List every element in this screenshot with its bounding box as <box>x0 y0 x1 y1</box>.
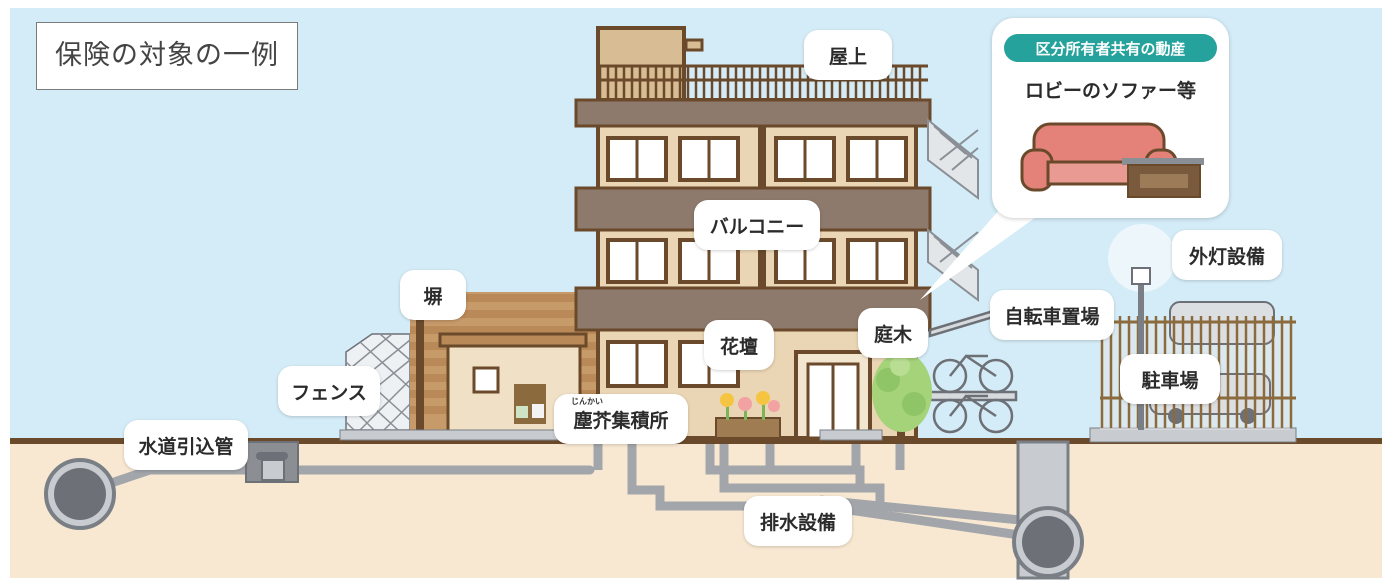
ground-line <box>10 438 1382 444</box>
label-outdoor-light: 外灯設備 <box>1172 230 1282 280</box>
water-meter <box>245 441 299 483</box>
label-drainage: 排水設備 <box>744 496 852 546</box>
sofa-icon <box>1020 122 1204 198</box>
label-wall: 塀 <box>400 270 466 320</box>
building <box>574 26 932 441</box>
page-title: 保険の対象の一例 <box>36 22 298 90</box>
label-rooftop: 屋上 <box>804 30 892 80</box>
label-balcony: バルコニー <box>694 200 820 250</box>
garden-tree <box>872 352 932 438</box>
manhole <box>1012 440 1084 580</box>
water-pipe <box>91 465 595 493</box>
lobby-furniture-callout: 区分所有者共有の動産 ロビーのソファー等 <box>992 18 1229 218</box>
garbage-text: 塵芥集積所 <box>573 409 669 432</box>
water-main <box>44 458 116 530</box>
garbage-ruby: じんかい <box>571 397 603 406</box>
light-glow <box>1108 224 1176 292</box>
callout-text: ロビーのソファー等 <box>1024 80 1196 102</box>
label-garbage: じんかい 塵芥集積所 <box>554 394 688 444</box>
label-water-pipe: 水道引込管 <box>124 420 248 470</box>
callout-pointer <box>920 200 1060 300</box>
label-bicycle-parking: 自転車置場 <box>990 290 1114 340</box>
label-fence: フェンス <box>278 366 380 416</box>
flowerbed <box>715 391 781 439</box>
drain-pipes <box>593 444 1027 541</box>
common-property-badge: 区分所有者共有の動産 <box>1004 34 1217 62</box>
label-garden-tree: 庭木 <box>858 308 928 358</box>
label-flowerbed: 花壇 <box>704 320 774 370</box>
label-parking: 駐車場 <box>1120 354 1220 404</box>
